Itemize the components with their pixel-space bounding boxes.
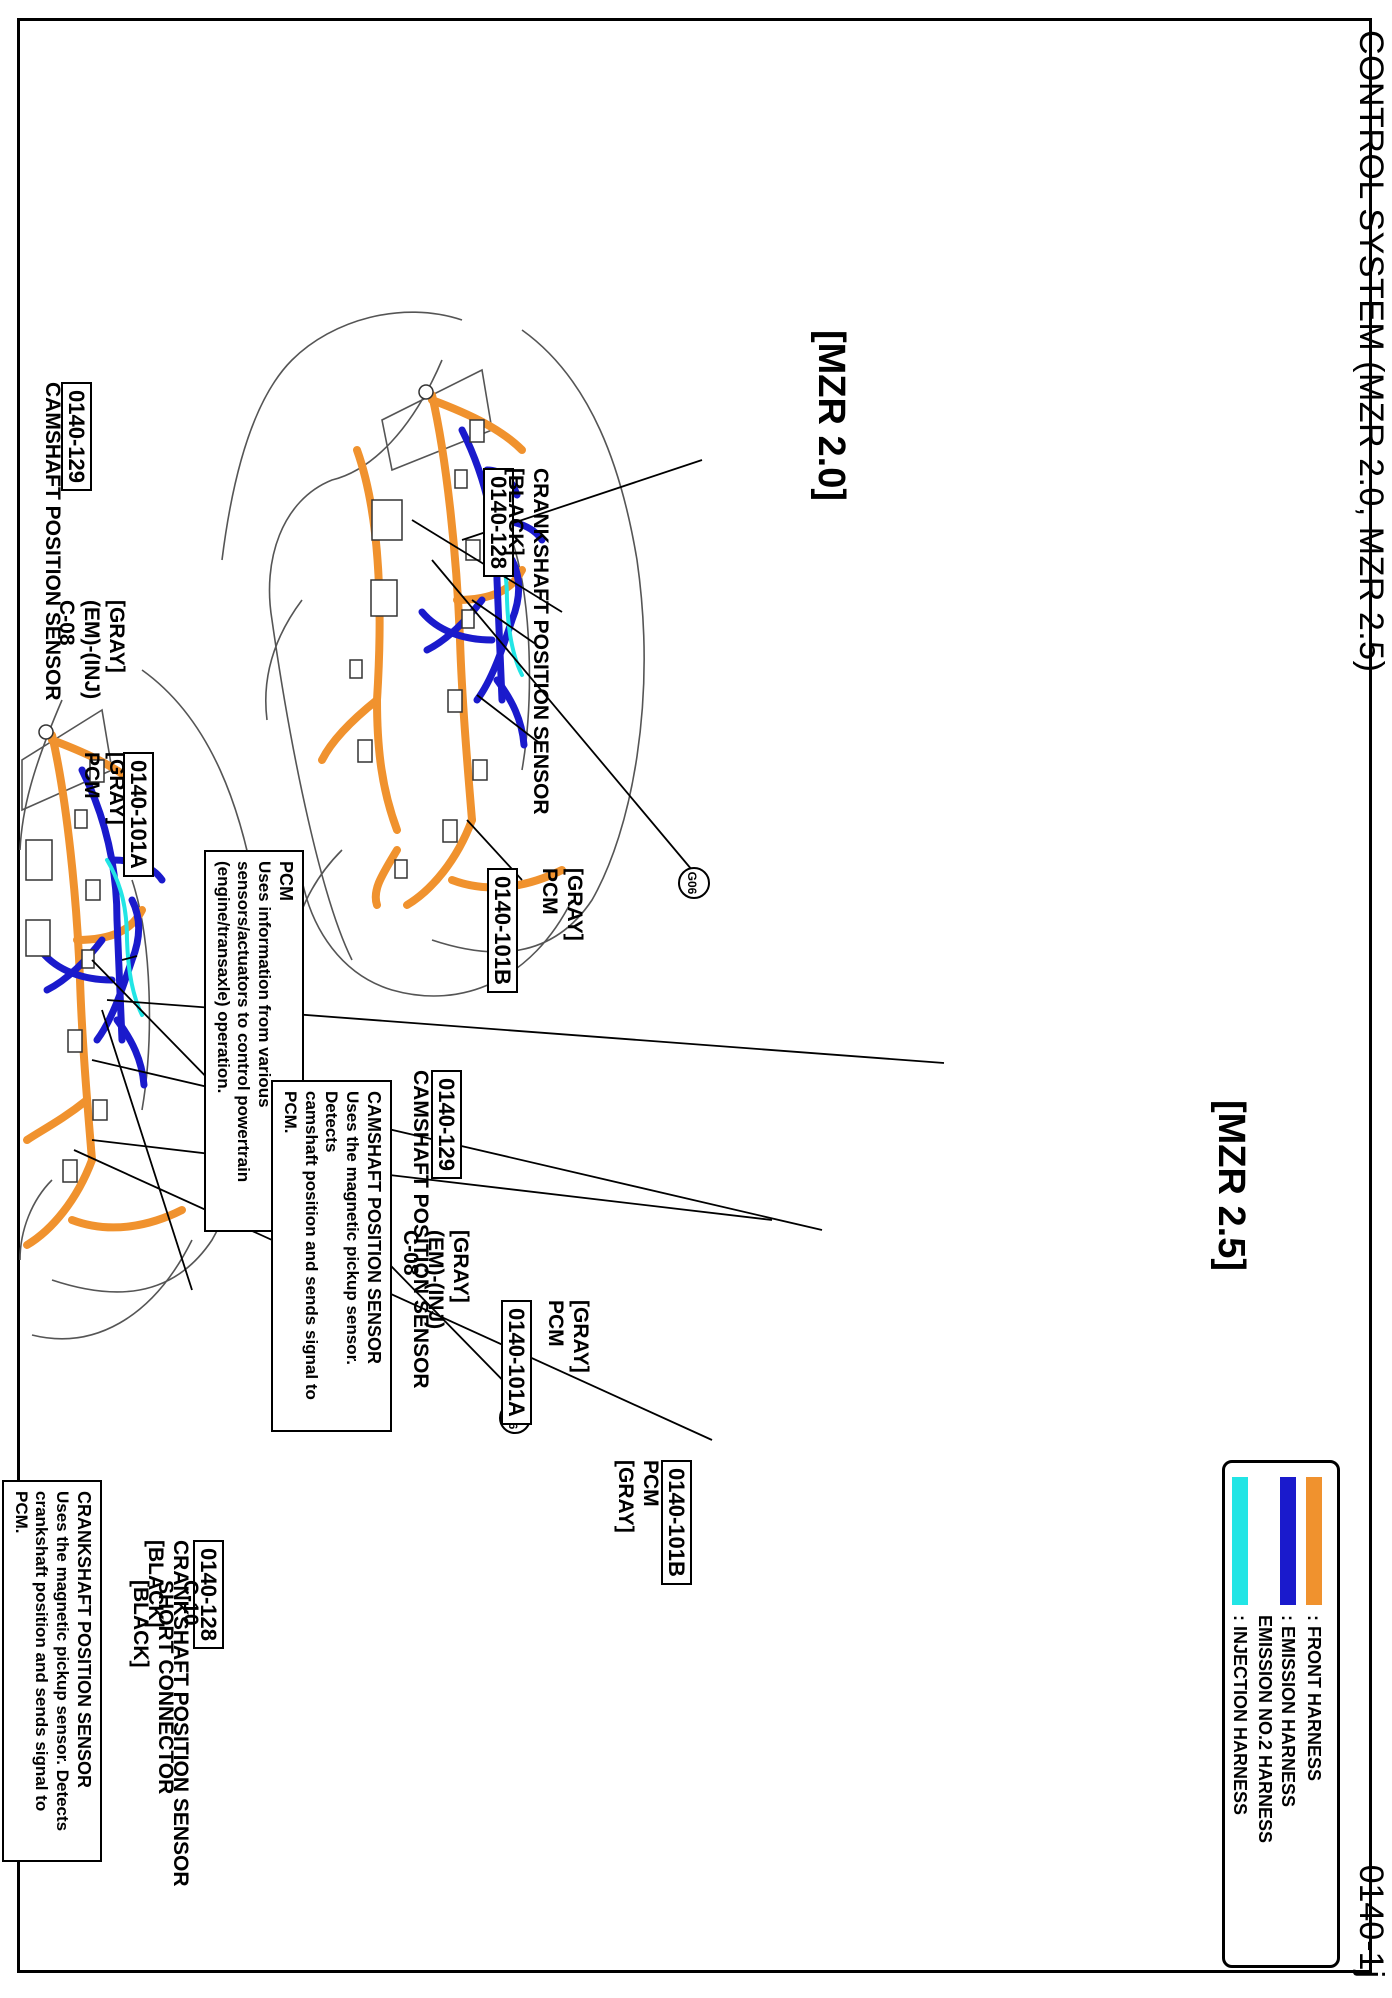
mzr25-cam-desc-line-1: Uses the magnetic pickup sensor. Detects [322, 1091, 363, 1365]
mzr25-c10-id: C-10 [179, 1580, 202, 1626]
mzr25-crank-desc-title: CRANKSHAFT POSITION SENSOR [74, 1491, 94, 1789]
mzr25-pcm-a-tag: 0140-101A [500, 1300, 532, 1425]
mzr25-cam-desc-line-2: camshaft position and sends signal to PC… [280, 1091, 321, 1400]
mzr20-crank-color: [BLACK] [504, 468, 528, 556]
mzr20-g06-leader [431, 559, 693, 871]
mzr25-c10-label: C-10 SHORT CONNECTOR [BLACK] [128, 1580, 202, 1794]
mzr25-pcm-b-color: [GRAY] [614, 1460, 638, 1533]
mzr25-pcm-b-tag: 0140-101B [660, 1460, 692, 1585]
mzr25-cam-description: CAMSHAFT POSITION SENSOR Uses the magnet… [271, 1080, 392, 1432]
mzr25-cam-desc-title: CAMSHAFT POSITION SENSOR [364, 1091, 384, 1365]
mzr20-pcm-b-name: PCM [538, 868, 562, 915]
mzr25-c08-color: [GRAY] [449, 1230, 472, 1303]
mzr20-pcm-b-color: [GRAY] [563, 868, 586, 941]
mzr25-pcm-b-label: PCM [GRAY] [612, 1460, 662, 1533]
mzr20-pcm-a-name: PCM [80, 752, 104, 799]
mzr20-vehicle-outline [221, 311, 645, 997]
mzr25-cam-tag: 0140-129 [430, 1070, 462, 1179]
mzr20-pcm-b-tag: 0140-101B [486, 868, 518, 993]
mzr20-pcm-a-label: [GRAY] PCM [78, 752, 128, 825]
mzr20-ground-circle [678, 867, 710, 899]
mzr20-c08-circuit: (EM)-(INJ) [80, 600, 104, 700]
mzr20-pcm-desc-line-2: sensors/actuators to control powertrain [234, 861, 254, 1183]
mzr25-crank-description: CRANKSHAFT POSITION SENSOR Uses the magn… [1, 1480, 102, 1862]
mzr25-c10-leader [101, 1009, 193, 1291]
mzr25-c08-label: [GRAY] (EM)-(INJ) C-08 [398, 1230, 472, 1329]
mzr25-heading: [MZR 2.5] [1210, 1100, 1252, 1271]
mzr20-heading: [MZR 2.0] [810, 330, 852, 501]
injection-harness-swatch [1232, 1477, 1248, 1605]
legend-injection: : INJECTION HARNESS [1229, 1477, 1251, 1815]
mzr25-c08-circuit: (EM)-(INJ) [424, 1230, 448, 1330]
mzr25-emission-harness [38, 766, 166, 1089]
mzr25-pcm-b-name: PCM [639, 1460, 662, 1507]
mzr20-c08-id: C-08 [55, 600, 79, 646]
mzr25-crank-leader [121, 955, 138, 961]
mzr20-c08-color: [GRAY] [105, 600, 128, 673]
emission-harness-swatch [1280, 1477, 1296, 1605]
mzr20-pcm-a-tag: 0140-101A [122, 752, 154, 877]
legend-injection-label: : INJECTION HARNESS [1230, 1615, 1251, 1816]
mzr25-c10-color: [BLACK] [129, 1580, 153, 1668]
mzr25-injection-harness [105, 858, 144, 1017]
mzr20-pcm-desc-line-3: (engine/transaxle) operation. [213, 861, 233, 1094]
legend-emission: : EMISSION HARNESS [1277, 1477, 1299, 1807]
mzr20-c08-leader [471, 599, 538, 646]
harness-legend: : FRONT HARNESS : EMISSION HARNESS EMISS… [1222, 1460, 1340, 1968]
mzr20-c08-label: [GRAY] (EM)-(INJ) C-08 [54, 600, 128, 699]
legend-front-label: : FRONT HARNESS [1304, 1615, 1325, 1781]
front-harness-swatch [1306, 1477, 1322, 1605]
legend-emission2-label: EMISSION NO.2 HARNESS [1255, 1615, 1275, 1844]
mzr20-cam-tag: 0140-129 [60, 382, 92, 491]
mzr25-connectors [25, 724, 108, 1183]
mzr25-pcm-a-label: [GRAY] PCM [542, 1300, 592, 1373]
mzr25-pcm-b-leader [73, 1149, 713, 1441]
mzr20-crank-label: CRANKSHAFT POSITION SENSOR [BLACK] [502, 468, 552, 815]
mzr25-pcm-a-name: PCM [544, 1300, 568, 1347]
mzr20-pcm-b-label: [GRAY] PCM [536, 868, 586, 941]
mzr25-c10-name: SHORT CONNECTOR [154, 1580, 178, 1795]
mzr25-pcm-a-color: [GRAY] [569, 1300, 592, 1373]
legend-emission-label: : EMISSION HARNESS [1278, 1615, 1299, 1808]
mzr25-crank-desc-line-1: Uses the magnetic pickup sensor. Detects [53, 1491, 73, 1832]
mzr20-connectors [349, 384, 488, 879]
mzr20-pcm-a-leader [476, 694, 543, 746]
mzr20-ground-label: G06 [685, 872, 699, 895]
legend-front: : FRONT HARNESS [1303, 1477, 1325, 1781]
mzr20-crank-name: CRANKSHAFT POSITION SENSOR [529, 468, 552, 815]
mzr25-crank-desc-line-2: crankshaft position and sends signal to … [11, 1491, 52, 1812]
mzr25-c08-id: C-08 [399, 1230, 423, 1276]
